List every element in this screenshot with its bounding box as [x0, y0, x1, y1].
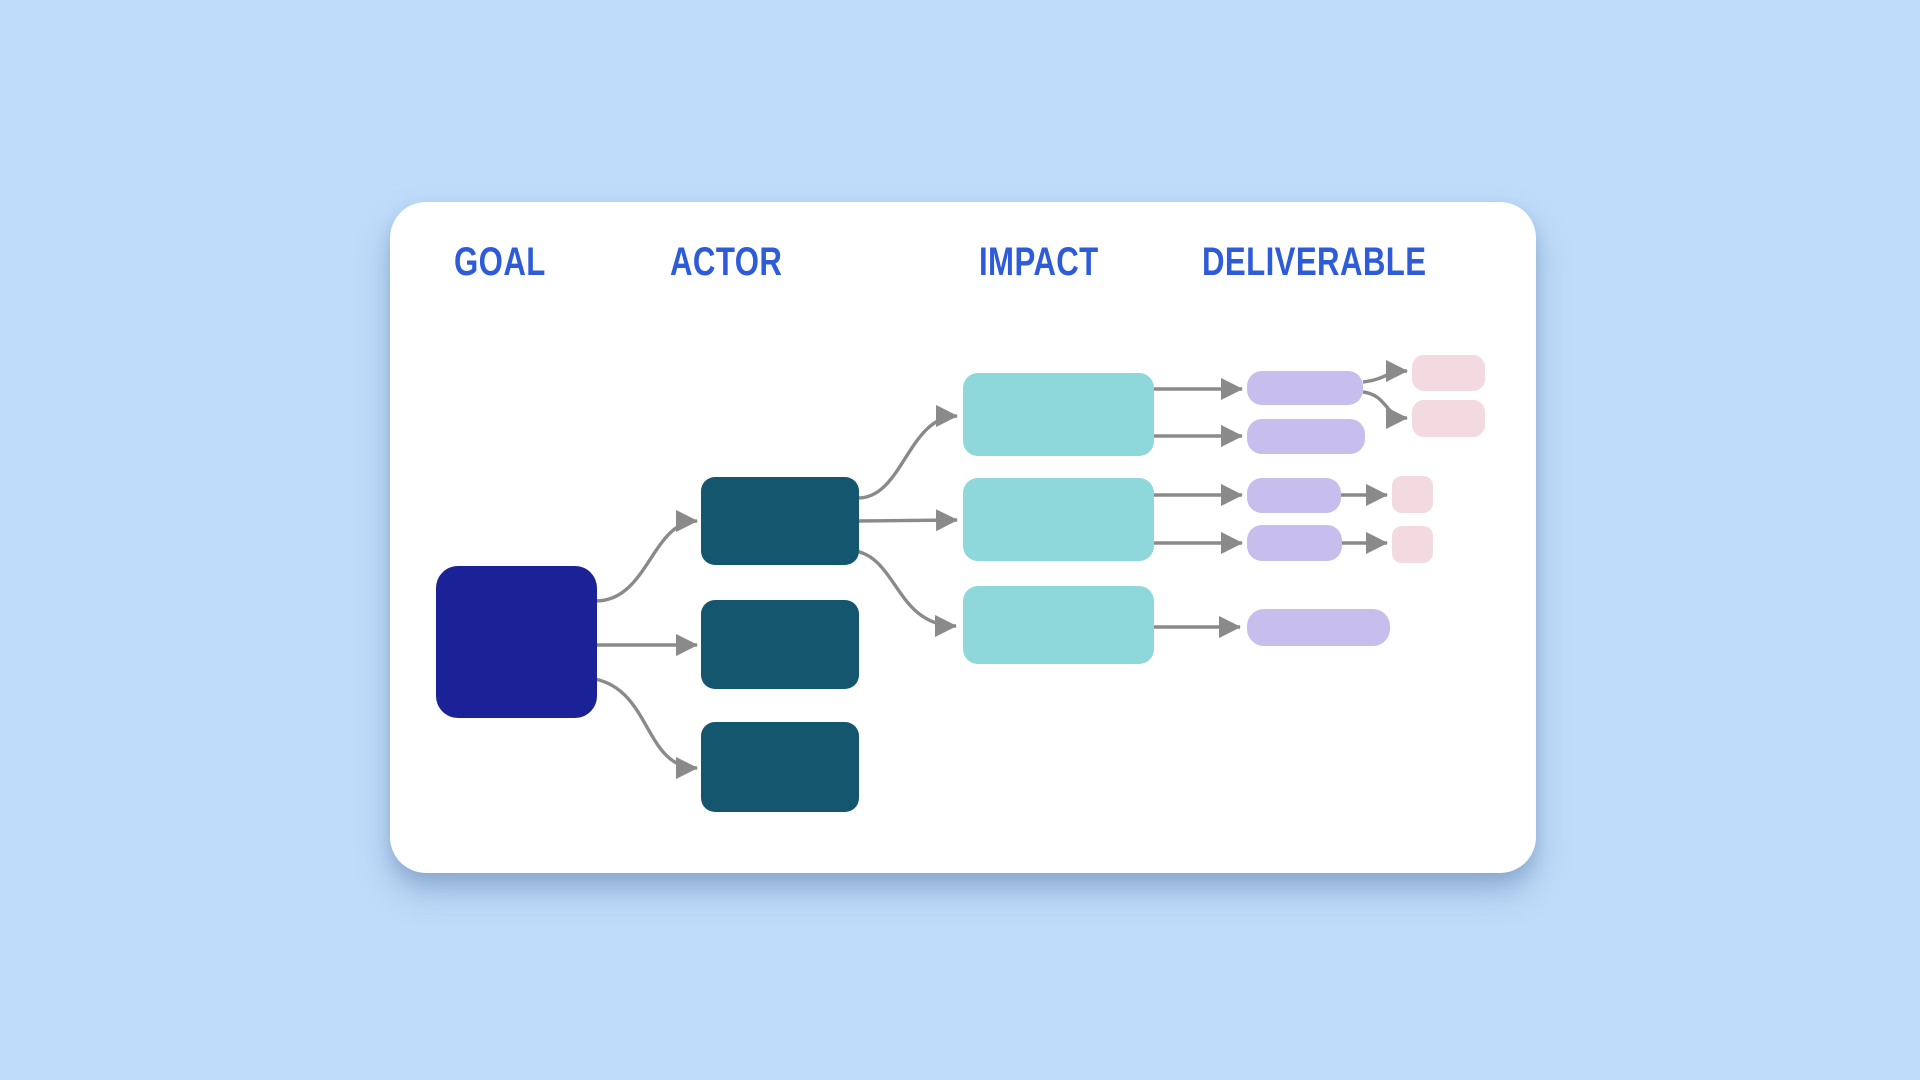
node-actor-1: [701, 477, 859, 565]
node-actor-2: [701, 600, 859, 689]
column-header-goal: GOAL: [454, 240, 546, 284]
node-impact-3: [963, 586, 1154, 664]
node-impact-2: [963, 478, 1154, 561]
node-deliverable-1: [1247, 371, 1363, 405]
column-header-deliverable: DELIVERABLE: [1202, 240, 1427, 284]
node-sub-deliverable-4: [1392, 526, 1433, 563]
node-deliverable-5: [1247, 609, 1390, 646]
node-sub-deliverable-3: [1392, 476, 1433, 513]
node-deliverable-2: [1247, 419, 1365, 454]
node-deliverable-3: [1247, 478, 1341, 513]
node-deliverable-4: [1247, 525, 1342, 561]
node-sub-deliverable-2: [1412, 400, 1485, 437]
node-goal: [436, 566, 597, 718]
column-header-actor: ACTOR: [670, 240, 783, 284]
node-impact-1: [963, 373, 1154, 456]
column-header-impact: IMPACT: [979, 240, 1099, 284]
node-actor-3: [701, 722, 859, 812]
node-sub-deliverable-1: [1412, 355, 1485, 391]
